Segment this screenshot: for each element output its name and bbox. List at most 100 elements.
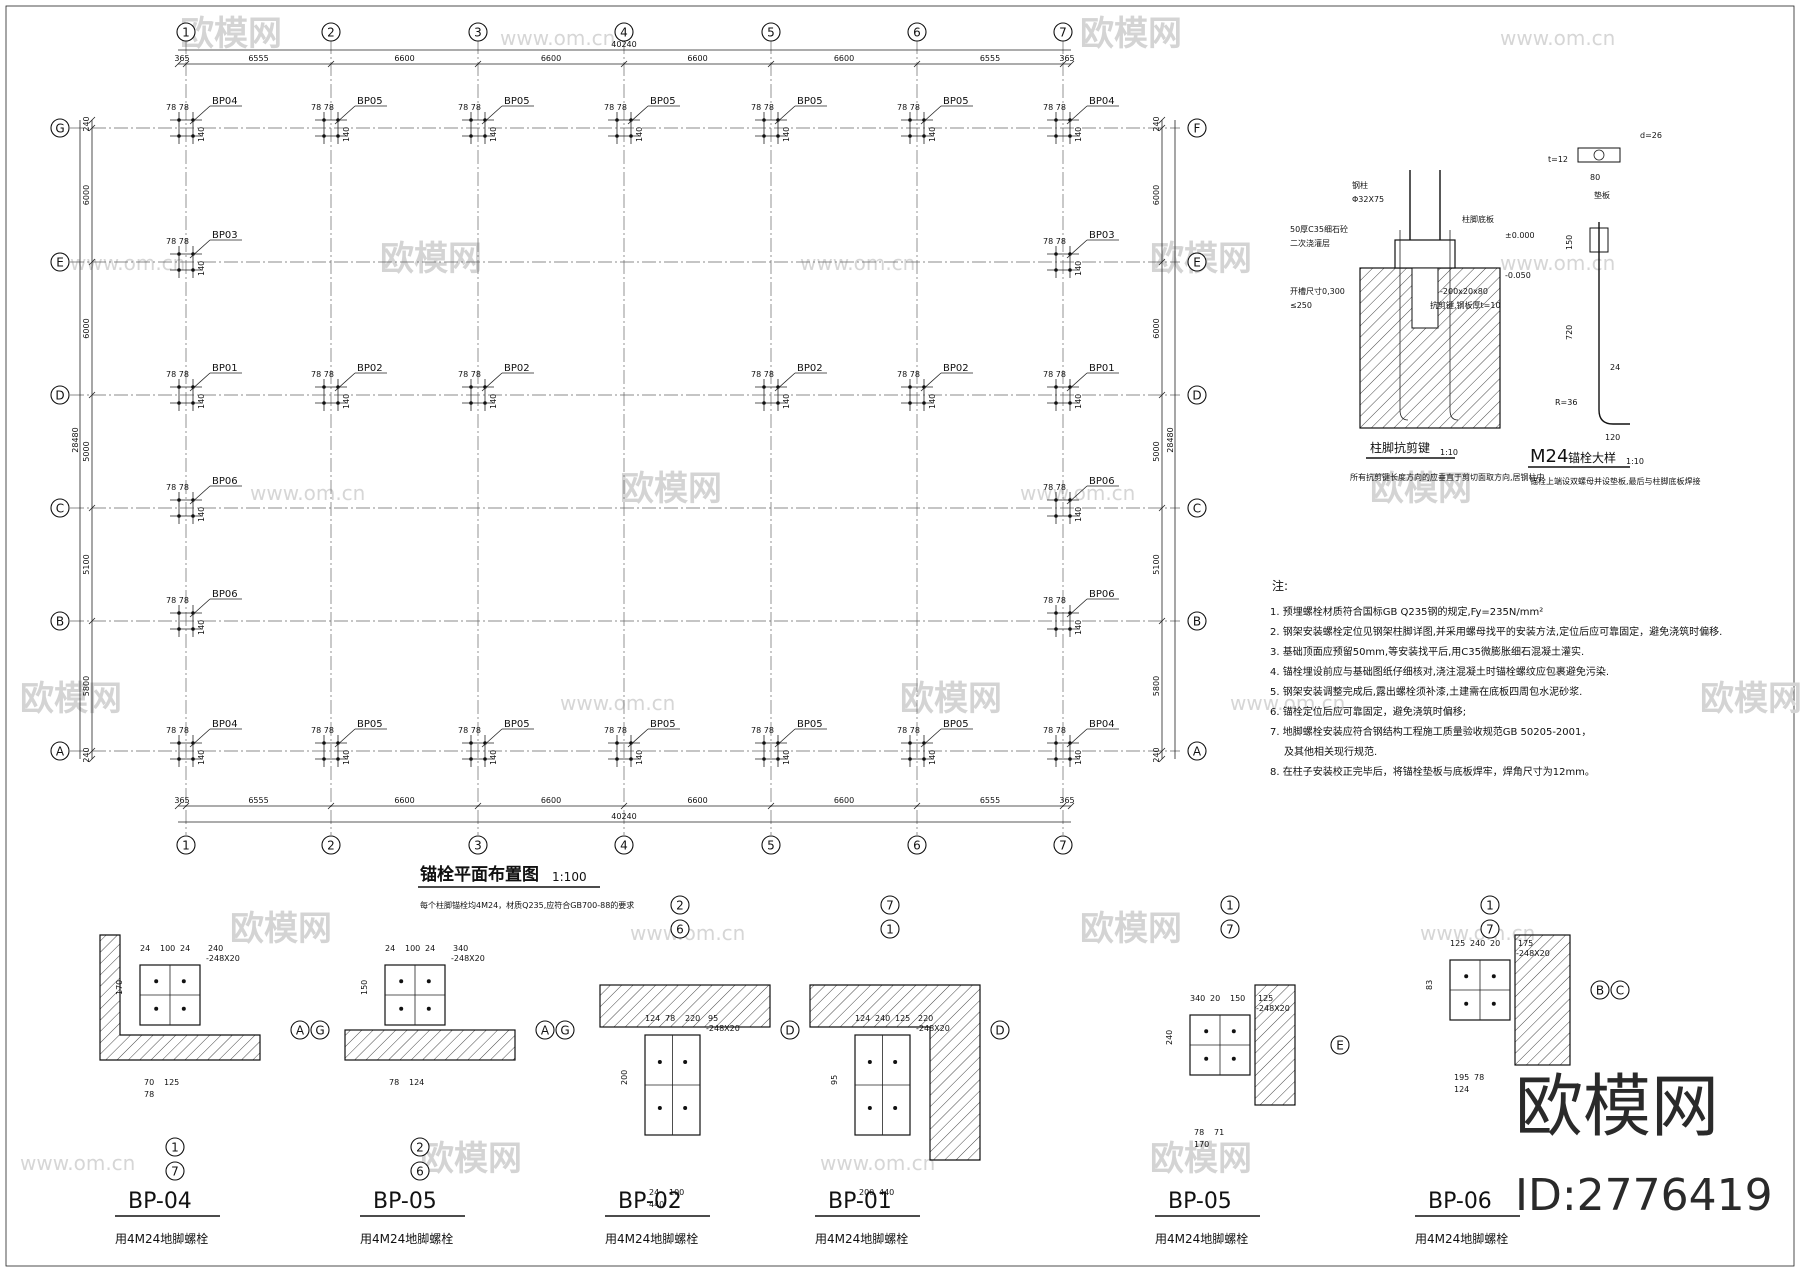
axis-bubble <box>165 1137 185 1157</box>
axis-bubble <box>50 611 70 631</box>
bolt-dimension: 140 <box>1074 394 1083 409</box>
anchor-bolt <box>177 498 181 502</box>
axis-bubble <box>321 22 341 42</box>
dimension-text: 240 <box>1152 747 1161 762</box>
axis-bubble <box>468 22 488 42</box>
dimension-text: 240 <box>82 116 91 131</box>
axis-bubble <box>50 385 70 405</box>
dimension-text: 240 <box>1152 116 1161 131</box>
bolt-group-label: BP05 <box>650 719 676 730</box>
dimension-tick <box>913 802 921 810</box>
axis-label: D <box>55 389 64 403</box>
anchor-bolt <box>922 401 926 405</box>
dimension-tick <box>620 60 628 68</box>
general-notes: 注: 1. 预埋螺栓材质符合国标GB Q235钢的规定,Fy=235N/mm²2… <box>1270 578 1722 778</box>
anchor-bolt <box>1231 1029 1236 1034</box>
leader-line <box>189 239 211 259</box>
plate-dimension: 70 <box>144 1078 154 1087</box>
plate-dimension: 195 <box>1454 1073 1469 1082</box>
plate-dimension: 24 <box>140 944 150 953</box>
bolt-group-label: BP05 <box>797 719 823 730</box>
plate-dimension: 100 <box>405 944 420 953</box>
axis-bubble <box>1590 980 1610 1000</box>
note-line: 8. 在柱子安装校正完毕后，将锚栓垫板与底板焊牢，焊角尺寸为12mm。 <box>1270 765 1595 778</box>
dimension-tick <box>1158 755 1166 763</box>
axis-label: D <box>785 1024 794 1038</box>
leader-line <box>189 105 211 125</box>
watermark-url: www.om.cn <box>500 26 615 50</box>
axis-label: 4 <box>620 839 628 853</box>
plate-dimension: 95 <box>830 1075 839 1085</box>
plate-dimension: 200 <box>859 1188 874 1197</box>
bolt-group-label: BP04 <box>1089 96 1115 107</box>
axis-label: 1 <box>886 923 894 937</box>
anchor-bolt <box>177 627 181 631</box>
axis-bubble <box>321 835 341 855</box>
axis-label: A <box>541 1024 550 1038</box>
bolt-dimension: 78 78 <box>897 726 920 735</box>
plate-dimension: 170 <box>115 980 124 995</box>
leader-line <box>189 485 211 505</box>
anchor-bolt <box>1054 498 1058 502</box>
axis-bubble <box>880 919 900 939</box>
anchor-bolt <box>1054 401 1058 405</box>
bolt-dimension: 140 <box>489 394 498 409</box>
axis-label: 1 <box>182 839 190 853</box>
bolt-dimension: 140 <box>197 750 206 765</box>
watermark-brand: 欧模网 <box>420 1139 522 1179</box>
dimension-tick <box>88 391 96 399</box>
bolt-dimension: 140 <box>782 394 791 409</box>
anchor-bolt <box>762 757 766 761</box>
anchor-bolt <box>336 134 340 138</box>
bolt-group-label: BP02 <box>943 363 969 374</box>
plate-spec: -248X20 <box>706 1024 740 1033</box>
plate-dimension: 125 <box>895 1014 910 1023</box>
axis-label: 6 <box>913 26 921 40</box>
anchor-bolt <box>615 757 619 761</box>
leader-line <box>920 728 942 748</box>
anchor-bolt <box>177 268 181 272</box>
axis-label: E <box>56 256 64 270</box>
plate-spec: -248X20 <box>1516 949 1550 958</box>
wall-section <box>99 934 261 1061</box>
axis-bubble <box>410 1161 430 1181</box>
dimension-tick <box>1158 617 1166 625</box>
bolt-dimension: 140 <box>1074 127 1083 142</box>
dimension-text: 365 <box>174 54 189 63</box>
bolt-dimension: 140 <box>1074 620 1083 635</box>
dimension-tick <box>1158 504 1166 512</box>
dimension-tick <box>88 124 96 132</box>
bolt-dimension: 140 <box>928 394 937 409</box>
bolt-title: M24 <box>1530 446 1568 467</box>
detail-name: BP-04 <box>128 1189 192 1214</box>
plate-dimension: 124 <box>409 1078 424 1087</box>
washer-plate <box>1577 147 1621 163</box>
watermark-brand: 欧模网 <box>620 469 722 509</box>
leader-line <box>189 598 211 618</box>
axis-bubble <box>176 22 196 42</box>
anchor-bolt <box>615 118 619 122</box>
dimension-tick <box>88 755 96 763</box>
shear-key-label: 钢柱 <box>1352 180 1368 190</box>
axis-bubble <box>907 22 927 42</box>
overall-dimension-text: 40240 <box>611 812 636 821</box>
anchor-bolt <box>1464 1001 1469 1006</box>
anchor-bolt <box>177 611 181 615</box>
bolt-dimension: 78 78 <box>458 103 481 112</box>
detail-subtitle: 用4M24地脚螺栓 <box>115 1231 208 1246</box>
bolt-label: 120 <box>1605 433 1620 442</box>
axis-label: 4 <box>620 26 628 40</box>
bolt-dimension: 140 <box>342 750 351 765</box>
anchor-bolt <box>191 134 195 138</box>
shear-key-label: 50厚C35细石砼 <box>1290 224 1348 234</box>
axis-bubble <box>614 835 634 855</box>
